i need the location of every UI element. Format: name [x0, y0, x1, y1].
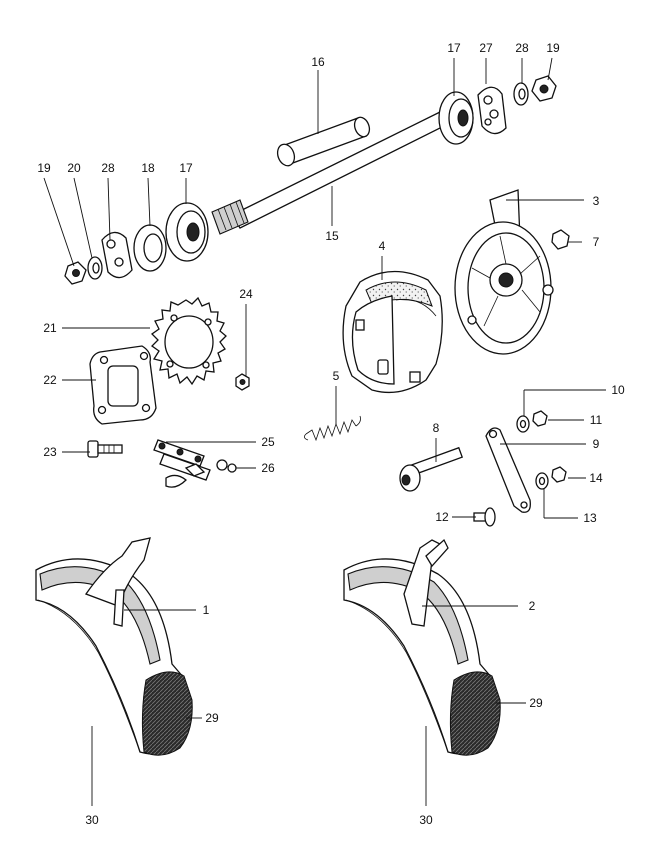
- callout-17-top: 17: [447, 41, 461, 55]
- chain-clip: [216, 459, 237, 473]
- callout-15: 15: [325, 229, 339, 243]
- callout-19-top: 19: [546, 41, 560, 55]
- callout-30-left: 30: [85, 813, 99, 827]
- lock-plate: [477, 86, 507, 135]
- axle-thread: [211, 199, 249, 235]
- carrier-nut: [235, 373, 250, 391]
- callout-29-right: 29: [529, 696, 543, 710]
- spacer-tube: [276, 116, 371, 167]
- callout-22: 22: [43, 373, 57, 387]
- callout-14: 14: [589, 471, 603, 485]
- spacer-left: [133, 224, 167, 272]
- lever-nut-bottom: [551, 466, 567, 483]
- callout-9: 9: [593, 437, 600, 451]
- callout-20: 20: [67, 161, 81, 175]
- callout-30-right: 30: [419, 813, 433, 827]
- axle: [211, 100, 469, 235]
- rim-left: [35, 537, 193, 756]
- brake-spring: [304, 415, 361, 442]
- callout-29-left: 29: [205, 711, 219, 725]
- brake-cam: [399, 446, 464, 492]
- cam-plate-left: [101, 231, 133, 279]
- brake-shoes: [342, 270, 443, 394]
- callout-25: 25: [261, 435, 275, 449]
- lever-nut-top: [532, 410, 548, 427]
- bearing-left: [165, 202, 209, 262]
- callout-19-left: 19: [37, 161, 51, 175]
- washer-left: [87, 256, 103, 280]
- callout-5: 5: [333, 369, 340, 383]
- callout-11: 11: [590, 413, 603, 427]
- callout-26: 26: [261, 461, 275, 475]
- sprocket-carrier: [89, 345, 157, 425]
- callout-27: 27: [479, 41, 493, 55]
- carrier-bolt: [87, 440, 123, 458]
- callout-28-top: 28: [515, 41, 529, 55]
- leader-lines: [43, 57, 606, 806]
- washer-right: [513, 82, 529, 106]
- callout-21: 21: [43, 321, 57, 335]
- callout-17-left: 17: [179, 161, 193, 175]
- callout-12: 12: [435, 510, 449, 524]
- brake-lever: [485, 427, 531, 513]
- callout-10: 10: [611, 383, 625, 397]
- lever-washer-top: [516, 415, 530, 433]
- callout-28-left: 28: [101, 161, 115, 175]
- callout-8: 8: [433, 421, 440, 435]
- callout-1: 1: [203, 603, 210, 617]
- sprocket: [150, 296, 227, 386]
- callout-24: 24: [239, 287, 253, 301]
- callout-2: 2: [529, 599, 536, 613]
- axle-nut-left: [64, 261, 87, 285]
- lever-pin: [473, 507, 496, 527]
- callouts: 16 17 27 28 19 15 19 20 28 18 17 3 7 4 2…: [37, 41, 625, 827]
- callout-4: 4: [379, 239, 386, 253]
- lever-washer-bottom: [535, 472, 549, 490]
- brake-plate: [454, 189, 554, 355]
- callout-18: 18: [141, 161, 155, 175]
- callout-23: 23: [43, 445, 57, 459]
- callout-13: 13: [583, 511, 597, 525]
- callout-7: 7: [593, 235, 600, 249]
- axle-nut-right: [531, 75, 557, 102]
- chain-link: [153, 439, 211, 488]
- rim-right: [343, 538, 501, 756]
- bearing-right: [438, 91, 474, 145]
- callout-3: 3: [593, 194, 600, 208]
- brake-plate-nut: [551, 229, 570, 250]
- callout-16: 16: [311, 55, 325, 69]
